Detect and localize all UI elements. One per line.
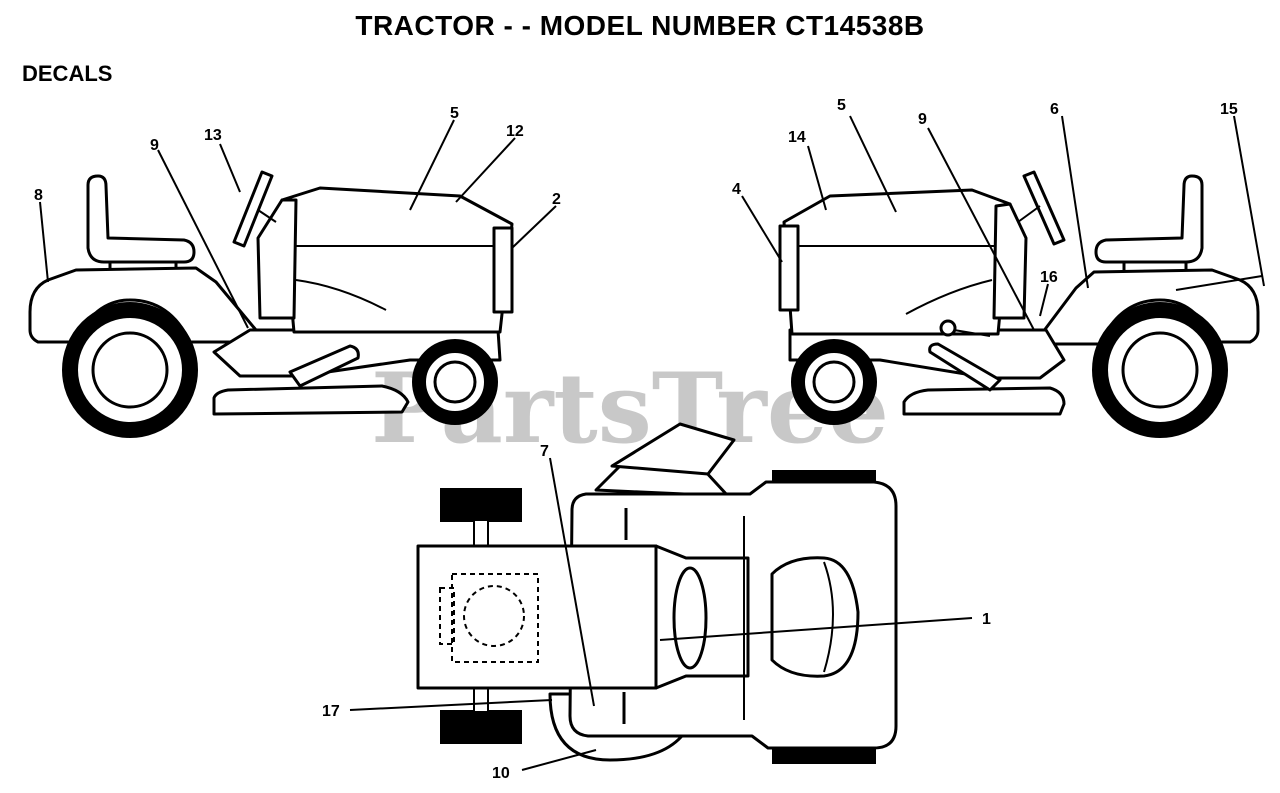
callout-label: 17 — [322, 703, 340, 720]
right-view-callouts: 4 14 5 9 6 16 15 — [732, 97, 1238, 286]
callout-label: 12 — [506, 123, 524, 140]
top-view-leaders — [349, 457, 973, 771]
callout-label: 13 — [204, 127, 222, 144]
callout-label: 7 — [540, 443, 549, 460]
callout-label: 1 — [982, 611, 991, 628]
left-view-callouts: 8 9 13 5 12 2 — [34, 105, 561, 208]
tractor-top-view — [416, 422, 898, 764]
left-view-leaders — [39, 119, 557, 329]
callout-label: 9 — [150, 137, 159, 154]
callout-label: 16 — [1040, 269, 1058, 286]
callout-label: 8 — [34, 187, 43, 204]
callout-label: 14 — [788, 129, 806, 146]
right-view-leaders — [741, 115, 1265, 331]
tractor-left-side-view — [28, 170, 514, 438]
top-view-callouts: 7 1 17 10 — [322, 443, 991, 782]
callout-label: 6 — [1050, 101, 1059, 118]
section-heading: DECALS — [22, 61, 113, 86]
callout-label: 9 — [918, 111, 927, 128]
callout-label: 5 — [450, 105, 459, 122]
tractor-right-side-view — [778, 170, 1260, 438]
callout-label: 5 — [837, 97, 846, 114]
callout-label: 2 — [552, 191, 561, 208]
callout-label: 15 — [1220, 101, 1238, 118]
callout-label: 10 — [492, 765, 510, 782]
page-title: TRACTOR - - MODEL NUMBER CT14538B — [355, 10, 925, 41]
callout-label: 4 — [732, 181, 741, 198]
